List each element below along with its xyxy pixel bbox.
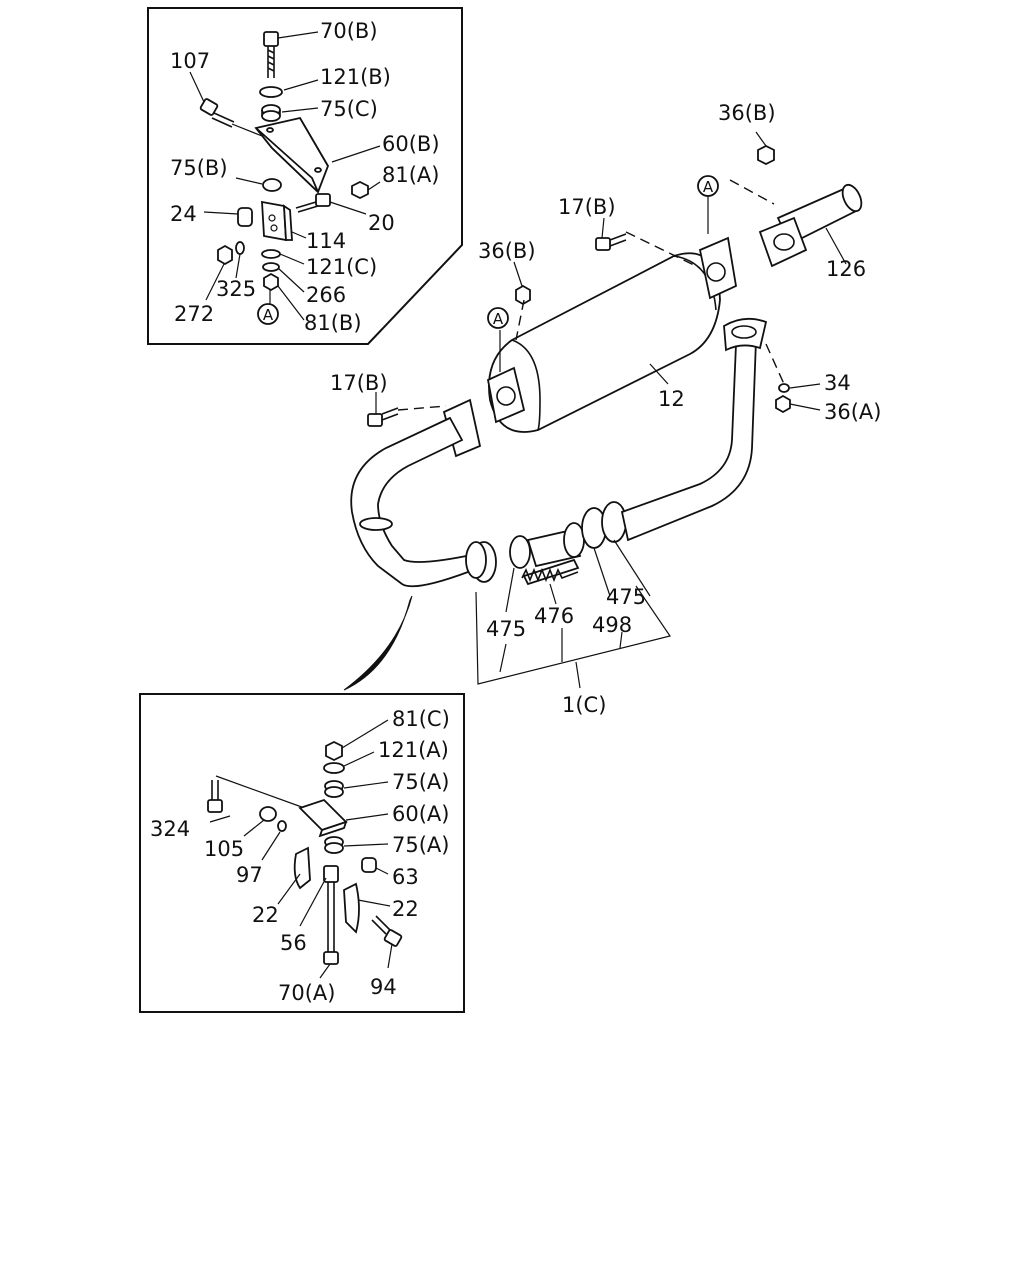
label-475-left: 475 [486,617,526,641]
bolt-17b-top-drawing [595,233,627,251]
bolt-70b-drawing [263,31,279,78]
nut-81c-drawing [325,740,343,762]
bracket-60a-drawing [298,798,348,838]
cushion-75a-top-drawing [324,780,344,798]
label-266: 266 [306,283,346,307]
bolt-70a-drawing [323,882,339,965]
label-121a: 121(A) [378,738,449,762]
label-475-right: 475 [606,585,646,609]
label-107: 107 [170,49,210,73]
label-56: 56 [280,931,307,955]
spring-476-drawing [521,567,579,583]
label-81b: 81(B) [304,311,362,335]
label-17b-left: 17(B) [330,371,388,395]
label-325: 325 [216,277,256,301]
bolt-20-drawing [295,193,331,213]
label-20: 20 [368,211,395,235]
label-97: 97 [236,863,263,887]
marker-letter-left: A [493,310,504,328]
cushion-75c-drawing [261,104,281,122]
label-22-right: 22 [392,897,419,921]
bolt-17b-left-drawing [367,407,399,427]
top-inset-hanger-detail: 70(B) 107 121(B) 75(C) 60(B) 75(B) 81(A)… [147,7,463,345]
main-leader-lines [375,131,847,689]
washer-121b-drawing [259,86,283,98]
bracket-60b-drawing [254,116,329,194]
washer-121c-drawing [261,249,281,259]
main-exhaust-assembly: 36(B) A 17(B) 126 36(B) A 17(B) 12 34 36… [330,101,881,717]
label-81a: 81(A) [382,163,439,187]
label-94: 94 [370,975,397,999]
nut-81a-drawing [351,180,369,200]
label-24: 24 [170,202,197,226]
spring-washer-266-drawing [262,262,280,272]
marker-circle-right [697,175,719,197]
label-17b-top: 17(B) [558,195,616,219]
label-34: 34 [824,371,851,395]
label-60b: 60(B) [382,132,440,156]
label-70b: 70(B) [320,19,378,43]
collar-63-drawing [361,857,377,873]
bracket-56-drawing [323,865,339,883]
marker-circle-top-inset [257,303,279,325]
label-75b: 75(B) [170,156,228,180]
nut-81b-drawing [263,272,279,292]
label-36b-top: 36(B) [718,101,776,125]
label-476: 476 [534,604,574,628]
front-exhaust-pipe-drawing [350,398,497,588]
washer-34-drawing [778,383,790,393]
washer-97-drawing [277,820,287,832]
rear-pipe-drawing [620,317,768,542]
detail-callout-swoosh [343,595,413,691]
label-63: 63 [392,865,419,889]
collar-24-drawing [237,207,253,227]
top-inset-leader-lines [189,31,381,321]
label-22-left: 22 [252,903,279,927]
nut-272-drawing [217,244,233,266]
label-498: 498 [592,613,632,637]
label-121b: 121(B) [320,65,391,89]
muffler-outlet-flange [698,236,738,300]
bottom-inset-hanger-detail: 81(C) 121(A) 75(A) 60(A) 324 105 75(A) 9… [139,693,465,1013]
marker-letter-right: A [703,178,714,196]
label-1c: 1(C) [562,693,606,717]
washer-121a-drawing [323,762,345,774]
label-60a: 60(A) [392,802,449,826]
bolt-107-drawing [199,98,235,128]
bolt-324-drawing [207,780,223,813]
washer-325-drawing [235,241,245,255]
label-75a-bottom: 75(A) [392,833,449,857]
cushion-75b-drawing [262,178,282,192]
label-12: 12 [658,387,685,411]
nut-36a-drawing [775,394,791,414]
label-114: 114 [306,229,346,253]
tail-pipe-126-drawing [758,183,863,268]
label-75a-top: 75(A) [392,770,449,794]
clamp-22-left-drawing [293,846,311,890]
marker-circle-left [487,307,509,329]
bracket-114-drawing [261,200,293,242]
bolt-94-drawing [371,915,403,947]
label-36b-mid: 36(B) [478,239,536,263]
label-81c: 81(C) [392,707,450,731]
label-324: 324 [150,817,190,841]
marker-letter-top-inset: A [263,306,274,324]
label-36a: 36(A) [824,400,881,424]
cushion-75a-bottom-drawing [324,836,344,854]
clamp-22-right-drawing [343,882,360,934]
collar-105-drawing [259,806,277,822]
bottom-inset-leader-lines [209,719,393,979]
label-75c: 75(C) [320,97,378,121]
label-272: 272 [174,302,214,326]
label-121c: 121(C) [306,255,377,279]
nut-36b-top-drawing [757,144,775,166]
main-dashed-guide-lines [397,179,785,411]
label-126: 126 [826,257,866,281]
nut-36b-mid-drawing [515,284,531,306]
muffler-inlet-flange [486,366,526,424]
label-70a: 70(A) [278,981,335,1005]
label-105: 105 [204,837,244,861]
